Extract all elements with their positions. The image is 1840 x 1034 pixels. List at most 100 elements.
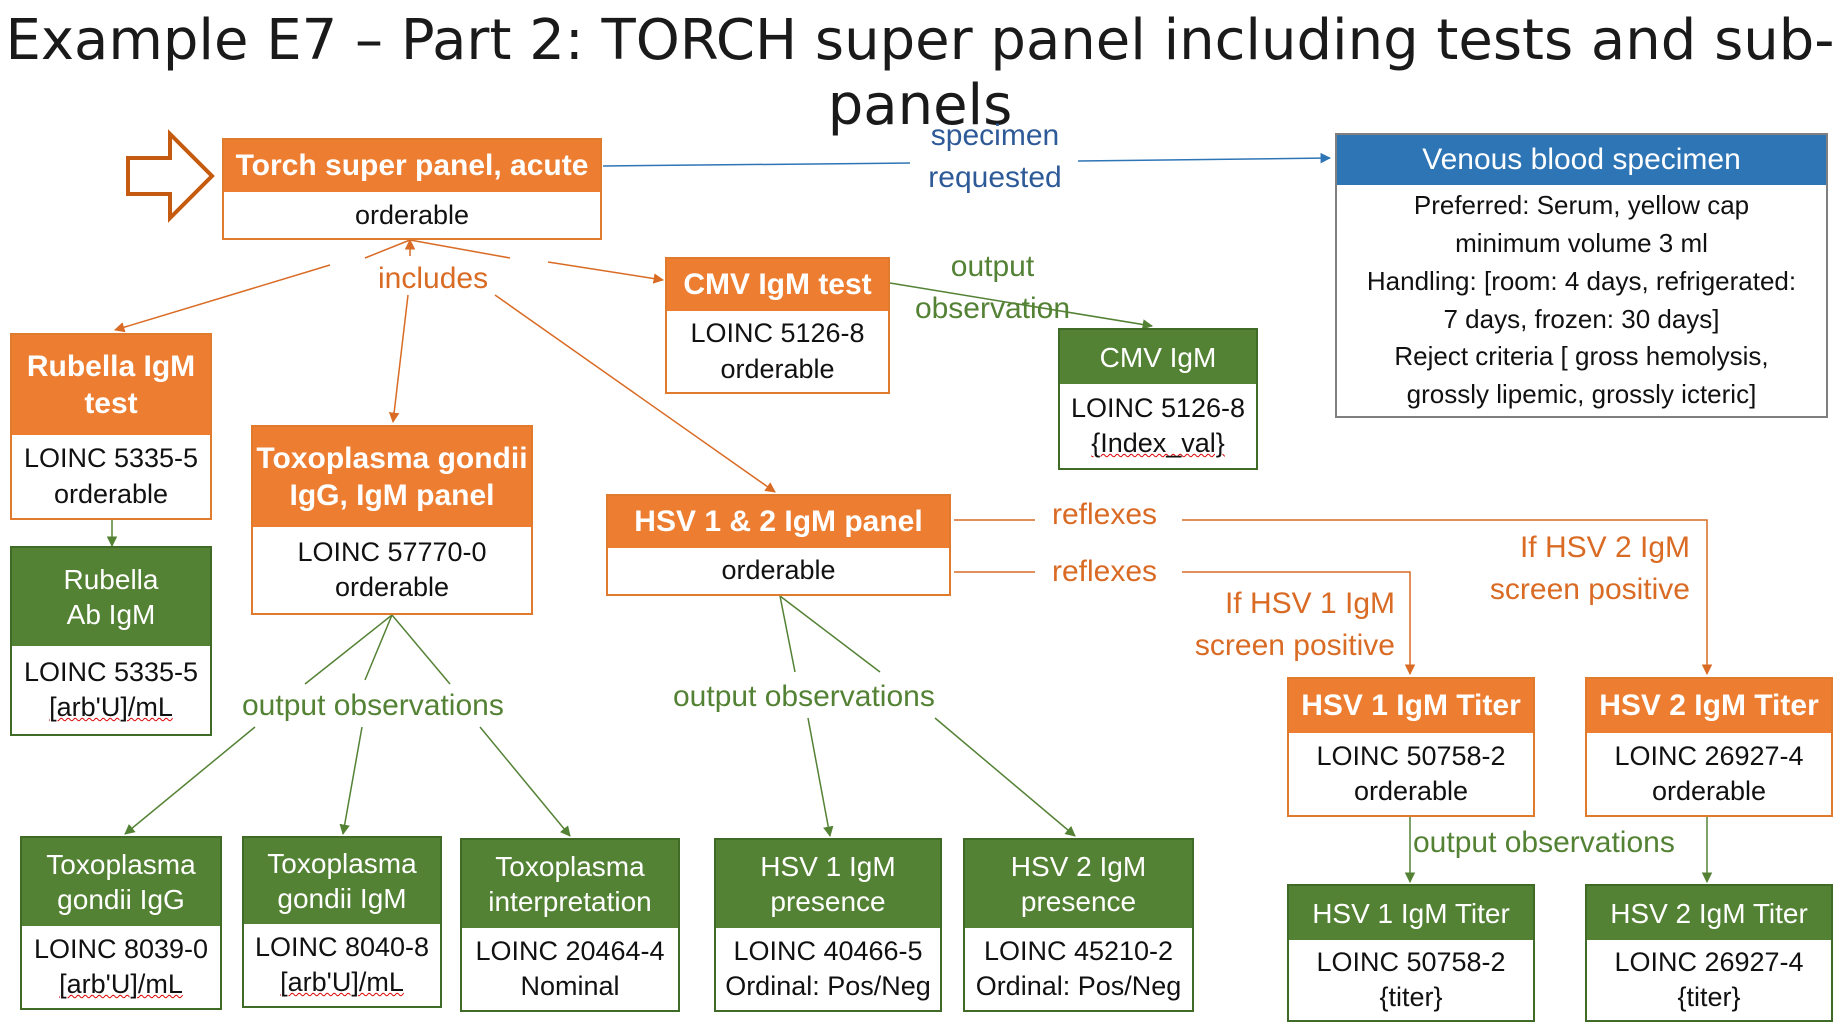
node-title: Toxoplasma interpretation [462,840,678,928]
node-text: LOINC 50758-2 [1316,946,1506,977]
venous-blood-specimen-box[interactable]: Venous blood specimen Preferred: Serum, … [1335,133,1828,418]
connector-output [391,614,451,685]
hsv-2-igm-titer-observation-box[interactable]: HSV 2 IgM Titer LOINC 26927-4 {titer} [1585,884,1833,1022]
node-text: LOINC 8039-0 [33,933,209,964]
node-text: LOINC 26927-4 [1614,740,1804,771]
node-title-line: HSV 1 IgM [760,851,896,882]
node-text: {Index_val} [1091,428,1225,458]
hsv-1-igm-presence-box[interactable]: HSV 1 IgM presence LOINC 40466-5 Ordinal… [714,838,942,1012]
connector-includes [409,239,511,259]
node-text: orderable [1651,776,1767,806]
connector-reflex [1182,519,1713,676]
toxoplasma-interpretation-box[interactable]: Toxoplasma interpretation LOINC 20464-4 … [460,838,680,1012]
node-title-line: Toxoplasma gondii [256,441,528,475]
node-text: [arb'U]/mL [280,967,404,997]
toxoplasma-panel-box[interactable]: Toxoplasma gondii IgG, IgM panel LOINC 5… [251,425,533,615]
node-text: LOINC 5335-5 [23,656,199,687]
hsv-1-2-igm-panel-box[interactable]: HSV 1 & 2 IgM panel orderable [606,494,951,596]
node-title: Venous blood specimen [1337,135,1826,185]
connector-output [807,717,834,838]
hsv-output-observations-label: output observations [673,680,935,713]
cmv-igm-test-box[interactable]: CMV IgM test LOINC 5126-8 orderable [665,257,890,394]
node-title-line: Toxoplasma [267,848,417,879]
node-text: minimum volume 3 ml [1455,228,1708,259]
node-text: LOINC 5126-8 [690,318,865,349]
node-text: [arb'U]/mL [59,969,183,999]
label-line: observation [914,292,1071,325]
node-text: Reject criteria [ gross hemolysis, [1394,341,1769,372]
page-title: Example E7 – Part 2: TORCH super panel i… [5,8,1835,138]
toxoplasma-gondii-igm-box[interactable]: Toxoplasma gondii IgM LOINC 8040-8 [arb'… [242,836,442,1008]
node-text: orderable [721,555,836,586]
reflexes-label-upper: reflexes [1052,498,1158,531]
label-line: If HSV 1 IgM [1224,587,1395,620]
node-title: HSV 1 IgM Titer [1289,679,1533,733]
label-line: output [950,250,1035,283]
if-hsv2-positive-label: If HSV 2 IgM screen positive [1470,527,1690,611]
node-title-line: Rubella IgM [26,349,196,383]
connector-includes [547,261,665,284]
reflexes-label-lower: reflexes [1052,555,1158,588]
rubella-igm-test-box[interactable]: Rubella IgM test LOINC 5335-5 orderable [10,333,212,520]
label-line: screen positive [1194,629,1395,662]
node-title: Torch super panel, acute [224,140,600,192]
node-text: {titer} [1677,982,1741,1012]
connector-output [779,595,796,673]
connector-includes [113,264,331,333]
label-line: screen positive [1489,573,1690,606]
node-text: Preferred: Serum, yellow cap [1413,190,1750,221]
node-title: HSV 1 & 2 IgM panel [608,496,949,548]
connector-includes [388,294,409,424]
specimen-requested-label: specimen requested [915,115,1075,199]
node-text: orderable [53,478,169,509]
toxo-output-observations-label: output observations [242,689,504,722]
hsv-2-igm-titer-test-box[interactable]: HSV 2 IgM Titer LOINC 26927-4 orderable [1585,677,1833,817]
node-text: LOINC 8040-8 [254,931,430,962]
node-text: LOINC 5126-8 [1070,392,1246,423]
connector-includes [364,239,411,259]
node-text: Ordinal: Pos/Neg [975,971,1182,1001]
node-title-line: Toxoplasma [46,849,196,880]
node-text: Nominal [520,971,620,1001]
connector-output [339,726,363,836]
torch-super-panel-box[interactable]: Torch super panel, acute orderable [222,138,602,240]
node-text: orderable [334,572,450,602]
toxoplasma-gondii-igg-box[interactable]: Toxoplasma gondii IgG LOINC 8039-0 [arb'… [20,836,222,1010]
connector-output [304,614,393,685]
connector-reflex [1182,571,1416,676]
node-text: orderable [1353,776,1469,806]
node-text: {titer} [1379,982,1443,1012]
node-title-line: HSV 2 IgM [1010,851,1147,882]
node-title: Toxoplasma gondii IgG [22,838,220,926]
node-text: LOINC 57770-0 [297,536,487,567]
node-title-line: gondii IgM [277,883,407,914]
node-title-line: IgG, IgM panel [289,479,495,512]
node-text: Ordinal: Pos/Neg [725,971,931,1001]
node-text: 7 days, frozen: 30 days] [1443,303,1720,334]
node-title: Rubella IgM test [12,335,210,435]
connector-specimen [602,162,911,167]
node-text: Handling: [room: 4 days, refrigerated: [1366,265,1797,296]
connector-output [479,726,571,837]
label-line: specimen [930,119,1060,152]
hsv-1-igm-titer-test-box[interactable]: HSV 1 IgM Titer LOINC 50758-2 orderable [1287,677,1535,817]
label-line: requested [928,161,1062,194]
node-title: HSV 2 IgM Titer [1587,679,1831,733]
node-text: grossly lipemic, grossly icteric] [1406,378,1757,409]
cmv-igm-observation-box[interactable]: CMV IgM LOINC 5126-8 {Index_val} [1058,328,1258,470]
node-text: LOINC 45210-2 [983,935,1174,966]
connector-specimen [1077,152,1332,164]
hsv-2-igm-presence-box[interactable]: HSV 2 IgM presence LOINC 45210-2 Ordinal… [963,838,1194,1012]
node-title: Toxoplasma gondii IgM [244,838,440,924]
label-line: If HSV 2 IgM [1519,531,1690,564]
connector-output [779,595,881,673]
node-text: LOINC 5335-5 [23,443,199,474]
rubella-ab-igm-box[interactable]: Rubella Ab IgM LOINC 5335-5 [arb'U]/mL [10,546,212,736]
hsv-1-igm-titer-observation-box[interactable]: HSV 1 IgM Titer LOINC 50758-2 {titer} [1287,884,1535,1022]
node-title: HSV 1 IgM presence [716,840,940,928]
node-title: HSV 2 IgM Titer [1587,886,1831,940]
includes-label: includes [378,262,489,295]
node-title-line: Ab IgM [66,599,156,630]
